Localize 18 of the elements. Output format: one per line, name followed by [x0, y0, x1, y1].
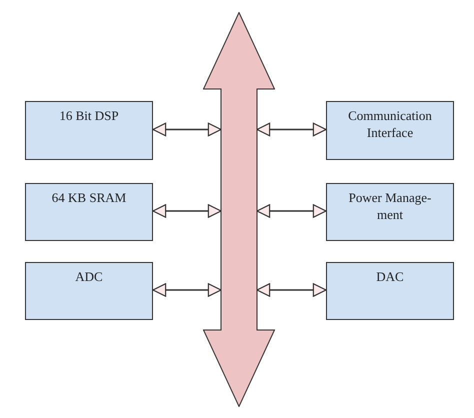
double-arrow — [152, 122, 222, 136]
double-arrow — [256, 204, 327, 218]
block-label: Communication Interface — [347, 108, 433, 142]
double-arrow — [256, 283, 327, 297]
double-arrow — [256, 122, 327, 136]
block-box — [25, 183, 153, 241]
block-box — [326, 262, 454, 320]
block-box — [326, 183, 454, 241]
block-label: 16 Bit DSP — [59, 108, 119, 125]
block-label: Power Manage- ment — [348, 190, 432, 224]
block-box — [25, 101, 153, 160]
double-arrow — [152, 204, 222, 218]
block-label: ADC — [75, 269, 103, 286]
block-label: DAC — [376, 269, 404, 286]
block-box — [25, 262, 153, 320]
block-label: 64 KB SRAM — [52, 190, 126, 207]
block-box — [326, 101, 454, 160]
double-arrow — [152, 283, 222, 297]
